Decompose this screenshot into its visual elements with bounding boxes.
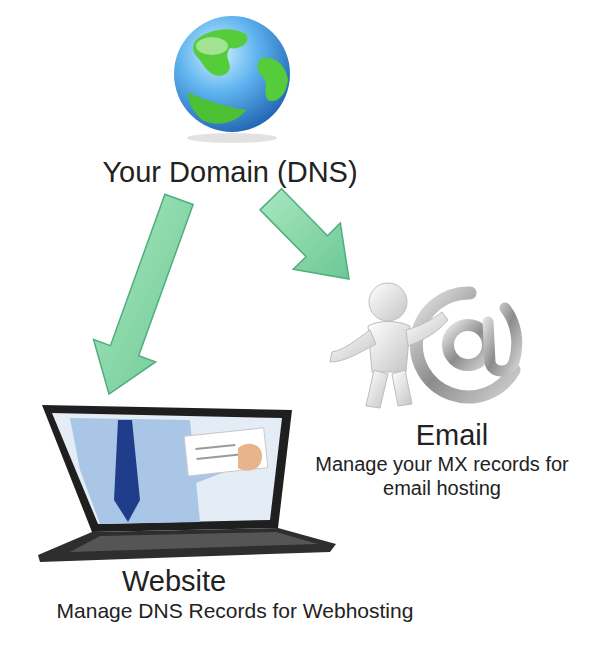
globe-icon [174, 16, 290, 143]
laptop-figure [38, 405, 336, 562]
service-description: Manage DNS Records for Webhosting [25, 598, 445, 623]
business-card [184, 428, 268, 476]
globe-land [258, 58, 289, 101]
man-hand [238, 444, 262, 471]
email-node: EmailManage your MX records for email ho… [292, 285, 592, 500]
person-leg [366, 370, 388, 408]
block-arrow [260, 189, 349, 279]
globe-shadow [187, 133, 277, 143]
globe-land [193, 29, 247, 76]
person-body [368, 322, 410, 373]
domain-title: Your Domain (DNS) [60, 156, 400, 189]
man-tie [114, 420, 140, 522]
domain-node: Your Domain (DNS) [60, 156, 400, 189]
service-description: Manage your MX records for email hosting [292, 452, 592, 500]
card-line [196, 445, 236, 449]
laptop-keyboard [70, 532, 318, 552]
email-figure [330, 283, 517, 408]
globe-shine [196, 37, 228, 55]
website-node: WebsiteManage DNS Records for Webhosting [25, 400, 445, 624]
at-symbol-outer [416, 293, 514, 397]
service-heading: Website [122, 565, 445, 598]
person-arm [330, 330, 376, 362]
card [184, 428, 268, 476]
service-heading: Email [292, 419, 592, 452]
person-leg [392, 370, 412, 406]
at-symbol-tail [488, 308, 517, 371]
globe-sphere [174, 16, 290, 132]
block-arrow [94, 194, 194, 394]
laptop-base [38, 528, 336, 562]
card-line [197, 454, 245, 459]
person-arm [406, 312, 448, 346]
laptop-screen-frame [42, 405, 292, 532]
person-head [369, 283, 407, 321]
laptop-screen [52, 413, 282, 524]
globe-land [188, 92, 246, 124]
at-symbol-inner [448, 325, 488, 365]
